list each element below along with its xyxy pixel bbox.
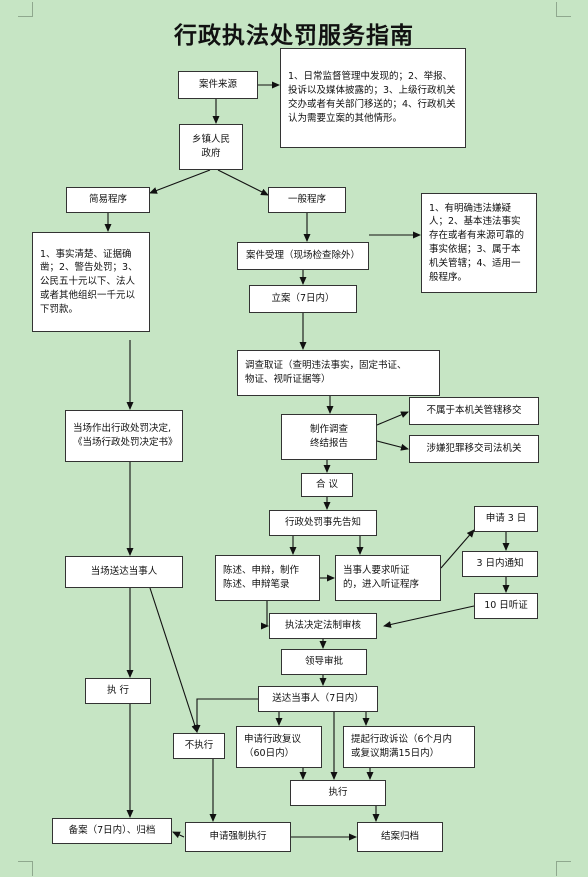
- simple-procedure-box: 简易程序: [66, 187, 150, 213]
- general-conditions-note: 1、有明确违法嫌疑人；2、基本违法事实存在或者有来源可靠的事实依据；3、属于本机…: [421, 193, 537, 293]
- simple-conditions-note: 1、事实清楚、证据确凿；2、警告处罚；3、公民五十元以下、法人或者其他组织一千元…: [32, 232, 150, 332]
- corner-mark-tr: [556, 2, 571, 17]
- case-source-box: 案件来源: [178, 71, 258, 99]
- legal-review-box: 执法决定法制审核: [269, 613, 377, 639]
- arrow-defense-to-legal-review: [261, 601, 269, 630]
- hearing-notice-box: 3 日内通知: [462, 551, 538, 577]
- corner-mark-bl: [18, 861, 33, 876]
- investigation-report-box: 制作调查 终结报告: [281, 414, 377, 460]
- close-archive-box: 结案归档: [357, 822, 443, 852]
- arrow-party-hearing-to-request: [440, 529, 475, 569]
- execute-left-box: 执 行: [85, 678, 151, 704]
- criminal-transfer-box: 涉嫌犯罪移交司法机关: [409, 435, 539, 463]
- archive-left-box: 备案（7日内）、归档: [52, 818, 172, 844]
- filing-box: 立案（7日内）: [249, 285, 357, 313]
- case-acceptance-box: 案件受理（现场检查除外）: [237, 242, 369, 270]
- arrow-report-to-criminal: [376, 440, 409, 451]
- hearing-box: 10 日听证: [474, 593, 538, 619]
- case-source-note: 1、日常监督管理中发现的；2、举报、投诉以及媒体披露的；3、上级行政机关交办或者…: [280, 48, 466, 148]
- arrow-deliver-to-not-execute: [193, 698, 258, 733]
- arrow-township-to-simple: [149, 169, 211, 194]
- onsite-decision-box: 当场作出行政处罚决定,《当场行政处罚决定书》: [65, 410, 183, 462]
- general-procedure-box: 一般程序: [268, 187, 346, 213]
- onsite-delivery-box: 当场送达当事人: [65, 556, 183, 588]
- arrow-onsite-delivery-to-not-execute: [149, 587, 199, 733]
- arrow-report-to-not-jurisdiction: [376, 411, 409, 426]
- leader-approval-box: 领导审批: [281, 649, 367, 675]
- party-hearing-box: 当事人要求听证 的，进入听证程序: [335, 555, 441, 601]
- arrow-hearing-to-legal-review: [383, 605, 475, 628]
- hearing-request-box: 申请 3 日: [474, 506, 538, 532]
- review-box: 合 议: [301, 473, 353, 497]
- arrow-force-to-archive: [172, 831, 185, 839]
- admin-reconsider-box: 申请行政复议 （60日内）: [236, 726, 322, 768]
- admin-lawsuit-box: 提起行政诉讼（6个月内 或复议期满15日内）: [343, 726, 475, 768]
- arrow-township-to-general: [217, 169, 269, 196]
- not-jurisdiction-box: 不属于本机关管辖移交: [409, 397, 539, 425]
- deliver-party-box: 送达当事人（7日内）: [258, 686, 378, 712]
- defense-box: 陈述、申辩，制作 陈述、申辩笔录: [215, 555, 320, 601]
- prior-notice-box: 行政处罚事先告知: [269, 510, 377, 536]
- township-gov-box: 乡镇人民 政府: [179, 124, 243, 170]
- corner-mark-br: [556, 861, 571, 876]
- page-title: 行政执法处罚服务指南: [174, 22, 414, 49]
- investigation-box: 调查取证（查明违法事实，固定书证、 物证、视听证据等）: [237, 350, 440, 396]
- not-execute-box: 不执行: [173, 733, 225, 759]
- corner-mark-tl: [18, 2, 33, 17]
- execute-right-box: 执行: [290, 780, 386, 806]
- force-execute-box: 申请强制执行: [185, 822, 291, 852]
